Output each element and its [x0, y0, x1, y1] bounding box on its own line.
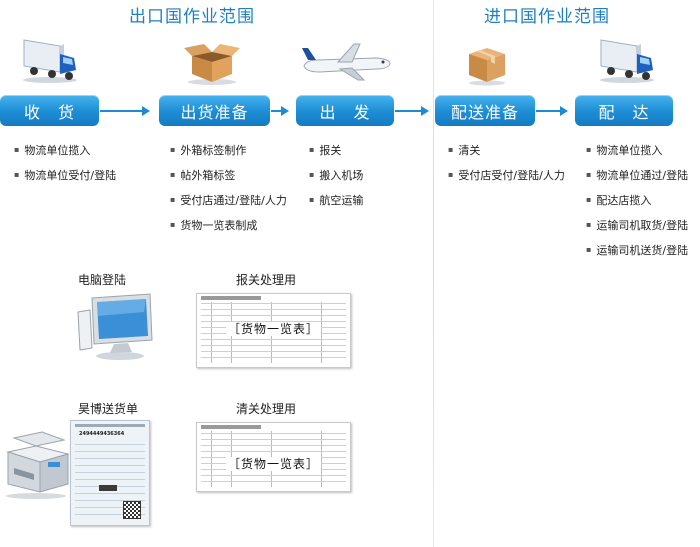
list-item: 报关: [309, 144, 363, 169]
list-item: 物流单位受付/登陆: [14, 169, 116, 194]
list-item: 配达店揽入: [586, 194, 688, 219]
list-item: 航空运输: [309, 194, 363, 219]
list-item: 物流单位揽入: [14, 144, 116, 169]
list-item: 帖外箱标签: [170, 169, 287, 194]
list-item: 清关: [448, 144, 565, 169]
delivery-slip-label: 昊博送货单: [78, 402, 139, 416]
open-box-icon: [184, 44, 240, 85]
export-section-title: 出口国作业范围: [129, 7, 255, 27]
bullets-depart: 报关 搬入机场 航空运输: [309, 144, 363, 219]
qr-code-icon: [123, 501, 141, 519]
computer-monitor-icon: [77, 293, 153, 360]
bullets-shipping-prep: 外箱标签制作 帖外箱标签 受付店通过/登陆/人力 货物一览表制成: [170, 144, 287, 244]
box-icon: [469, 48, 505, 86]
list-item: 物流单位揽入: [586, 144, 688, 169]
airplane-icon: [302, 43, 391, 81]
list-item: 外箱标签制作: [170, 144, 287, 169]
flow-arrow: [100, 106, 150, 116]
bullets-deliver: 物流单位揽入 物流单位通过/登陆 配达店揽入 运输司机取货/登陆 运输司机送货/…: [586, 144, 688, 269]
stage-receive: 收 货: [0, 95, 99, 126]
stage-delivery-prep: 配送准备: [435, 95, 535, 126]
truck-icon: [23, 39, 77, 83]
list-item: 受付店通过/登陆/人力: [170, 194, 286, 219]
computer-login-label: 电脑登陆: [78, 273, 127, 287]
bullets-delivery-prep: 清关 受付店受付/登陆/人力: [448, 144, 565, 194]
flow-arrow: [536, 106, 568, 116]
list-item: 运输司机取货/登陆: [586, 219, 688, 244]
list-item: 物流单位通过/登陆: [586, 169, 688, 194]
list-item: 受付店受付/登陆/人力: [448, 169, 564, 194]
customs-clearance-label: 清关处理用: [236, 402, 297, 416]
copier-icon: [6, 431, 70, 499]
clearance-cargo-list-stamp: ［货物一览表］: [225, 457, 321, 471]
section-divider: [433, 0, 434, 547]
clearance-cargo-list-sheet: ［货物一览表］: [196, 422, 351, 492]
flow-arrow: [395, 106, 429, 116]
list-item: 搬入机场: [309, 169, 363, 194]
customs-export-label: 报关处理用: [236, 273, 297, 287]
list-item: 货物一览表制成: [170, 219, 287, 244]
delivery-slip: 2494449436364: [70, 420, 150, 526]
stage-depart: 出 发: [296, 95, 394, 126]
delivery-truck-icon: [600, 39, 654, 83]
stage-deliver: 配 达: [575, 95, 673, 126]
import-section-title: 进口国作业范围: [484, 7, 610, 27]
tracking-number: 2494449436364: [79, 431, 125, 437]
stage-shipping-prep: 出货准备: [159, 95, 270, 126]
bullets-receive: 物流单位揽入 物流单位受付/登陆: [14, 144, 116, 194]
flow-arrow: [271, 106, 289, 116]
cargo-list-stamp: ［货物一览表］: [225, 322, 321, 336]
list-item: 运输司机送货/登陆: [586, 244, 688, 269]
cargo-list-sheet: ［货物一览表］: [196, 293, 351, 368]
